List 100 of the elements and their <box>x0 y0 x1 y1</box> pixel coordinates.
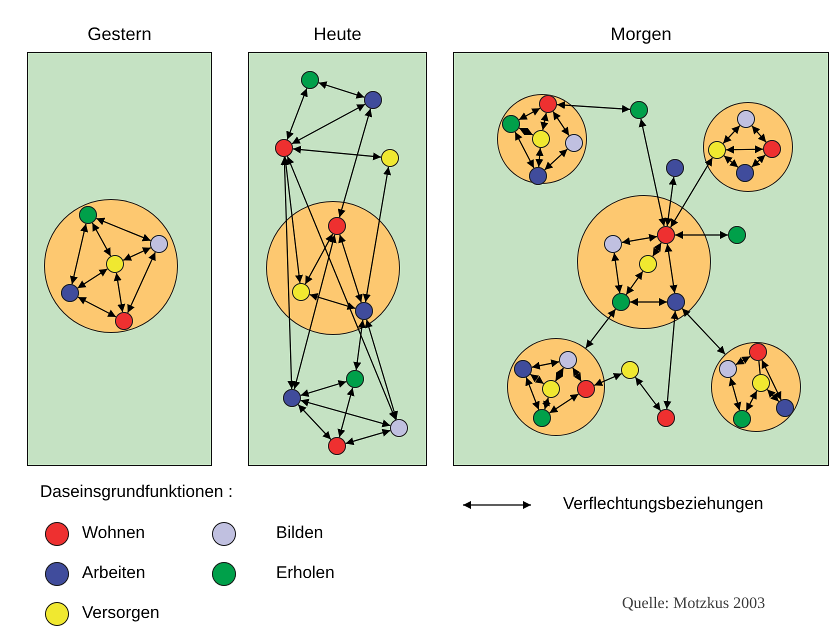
double-arrow <box>514 132 534 168</box>
double-arrow <box>728 378 742 410</box>
double-arrow <box>726 145 764 154</box>
double-arrow <box>345 428 391 446</box>
double-arrow <box>78 296 116 318</box>
double-arrow <box>530 374 544 384</box>
legend-heading: Daseinsgrundfunktionen : <box>40 482 233 502</box>
double-arrow <box>542 397 551 410</box>
double-arrow <box>638 118 666 226</box>
double-arrow <box>353 320 366 370</box>
double-arrow <box>594 373 622 386</box>
function-dot <box>115 312 133 330</box>
legend-label: Erholen <box>276 563 335 583</box>
double-arrow <box>722 125 740 144</box>
function-dot <box>533 409 551 427</box>
double-arrow <box>92 222 112 256</box>
double-arrow <box>736 356 750 366</box>
double-arrow <box>585 308 616 348</box>
double-arrow <box>318 81 365 99</box>
double-arrow <box>555 367 564 382</box>
double-arrow <box>552 111 570 136</box>
function-dot <box>763 140 781 158</box>
double-arrow <box>70 224 88 284</box>
double-arrow <box>630 298 667 306</box>
legend-label: Verflechtungsbeziehungen <box>563 494 764 514</box>
double-arrow <box>292 146 382 160</box>
double-arrow <box>127 252 156 314</box>
double-arrow <box>304 234 334 284</box>
double-arrow <box>292 104 366 144</box>
double-arrow <box>532 359 560 370</box>
function-dot <box>502 115 520 133</box>
double-arrow <box>611 252 623 294</box>
panel-title: Heute <box>313 24 362 44</box>
double-arrow <box>518 127 534 136</box>
double-arrow <box>544 148 568 170</box>
function-dot <box>61 284 79 302</box>
double-arrow <box>300 380 347 397</box>
function-dot <box>150 235 168 253</box>
double-arrow <box>761 360 782 400</box>
double-arrow <box>540 112 549 130</box>
function-dot <box>737 110 755 128</box>
double-arrow <box>766 389 780 402</box>
double-arrow <box>664 176 677 226</box>
double-arrow <box>338 108 372 218</box>
connector-line <box>758 360 761 374</box>
function-dot <box>292 283 310 301</box>
legend-label: Bilden <box>276 523 324 543</box>
double-arrow <box>96 218 151 242</box>
double-arrow <box>663 310 679 410</box>
double-arrow <box>518 108 540 120</box>
legend-label: Arbeiten <box>82 563 146 583</box>
function-dot <box>106 255 124 273</box>
double-arrow <box>670 157 713 228</box>
function-dot <box>749 343 767 361</box>
double-arrow <box>309 293 356 310</box>
double-arrow <box>535 148 544 168</box>
double-arrow <box>556 101 630 113</box>
function-dot <box>612 293 630 311</box>
double-arrow <box>292 234 337 390</box>
function-dot <box>328 217 346 235</box>
function-dot <box>604 235 622 253</box>
function-dot <box>565 134 583 152</box>
double-arrow <box>622 234 658 246</box>
panel-title: Gestern <box>87 24 152 44</box>
legend-label: Versorgen <box>82 603 160 623</box>
function-dot <box>733 410 751 428</box>
function-dot <box>736 164 754 182</box>
double-arrow <box>122 247 152 261</box>
source-note: Quelle: Motzkus 2003 <box>622 595 766 613</box>
double-arrow <box>338 234 363 303</box>
function-dot <box>708 141 726 159</box>
double-arrow <box>77 268 108 289</box>
function-dot <box>559 351 577 369</box>
double-arrow <box>664 244 678 294</box>
double-arrow <box>746 390 758 412</box>
function-dot <box>529 167 547 185</box>
double-arrow <box>338 388 354 438</box>
double-arrow <box>682 308 726 355</box>
function-dot <box>514 360 532 378</box>
function-dot <box>539 95 557 113</box>
function-dot <box>667 293 685 311</box>
double-arrow <box>675 231 728 239</box>
function-dot <box>776 399 794 417</box>
panel-title: Morgen <box>610 24 672 44</box>
double-arrow <box>114 272 126 312</box>
function-dot <box>577 380 595 398</box>
double-arrow <box>751 154 766 168</box>
double-arrow <box>282 156 303 284</box>
function-dot <box>542 380 560 398</box>
function-dot <box>79 206 97 224</box>
double-arrow <box>626 270 644 296</box>
function-dot <box>639 255 657 273</box>
double-arrow <box>300 398 390 428</box>
function-dot <box>657 226 675 244</box>
double-arrow <box>572 367 582 382</box>
double-arrow <box>286 88 308 140</box>
double-arrow <box>549 393 579 414</box>
double-arrow <box>298 404 332 440</box>
function-dot <box>719 360 737 378</box>
double-arrow <box>634 376 662 412</box>
